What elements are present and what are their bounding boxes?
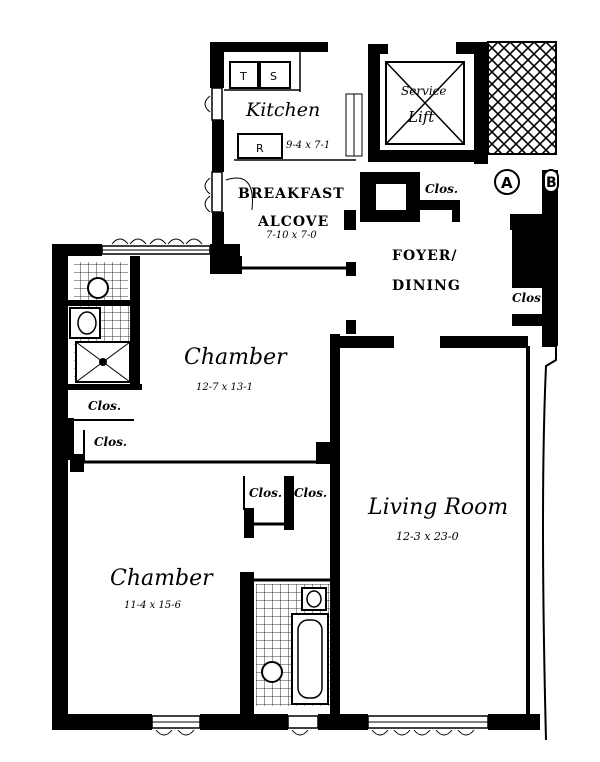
kitchen-dims: 9-4 x 7-1 (286, 140, 330, 151)
breakfast-line-1: BREAKFAST (238, 186, 345, 202)
marker-a: A (501, 174, 513, 192)
kitchen-fixtures: T S R (224, 52, 363, 211)
marker-b: B (546, 175, 557, 191)
fixture-s: S (270, 70, 277, 83)
kitchen-name: Kitchen (245, 99, 320, 121)
lower-bath (256, 584, 330, 706)
terrace-lattice (487, 41, 557, 155)
chamber-lower-name: Chamber (110, 566, 214, 591)
chamber-upper-dims: 12-7 x 13-1 (196, 382, 253, 393)
service-lift-label-1: Service (401, 84, 447, 98)
fixture-r: R (256, 142, 264, 155)
service-lift: Service Lift (385, 61, 465, 145)
upper-bath (69, 262, 131, 383)
closet-bath-1: Clos. (88, 399, 121, 413)
service-lift-label-2: Lift (407, 108, 435, 126)
unit-markers: A B (494, 169, 559, 195)
closet-bath-2: Clos. (94, 435, 127, 449)
foyer-line-2: DINING (392, 278, 461, 294)
exterior-walls (52, 42, 558, 741)
foyer-line-1: FOYER/ (392, 248, 458, 264)
breakfast-line-2: ALCOVE (257, 214, 329, 230)
fixture-t: T (239, 70, 247, 83)
breakfast-dims: 7-10 x 7-0 (266, 230, 317, 241)
chamber-lower-dims: 11-4 x 15-6 (124, 600, 182, 611)
closet-foyer-right: Clos. (512, 291, 545, 305)
closet-foyer-top: Clos. (425, 182, 458, 196)
living-dims: 12-3 x 23-0 (396, 530, 459, 543)
closet-mid-1: Clos. (249, 486, 282, 500)
closet-mid-2: Clos. (294, 486, 327, 500)
windows (101, 87, 489, 736)
living-name: Living Room (367, 495, 508, 520)
chamber-upper-name: Chamber (184, 345, 288, 370)
